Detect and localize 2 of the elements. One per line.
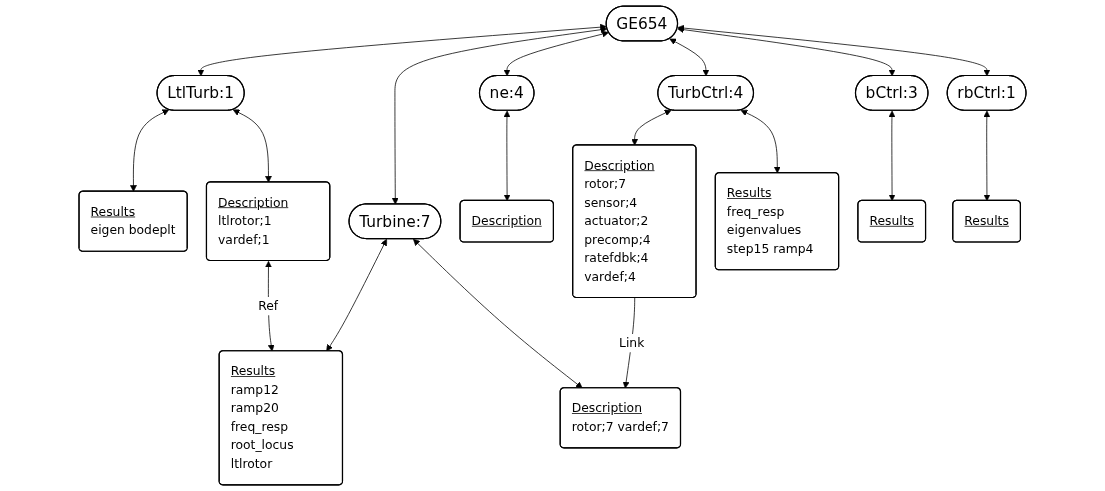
edge-label: Link — [619, 335, 645, 351]
edge-label: Ref — [258, 298, 279, 314]
